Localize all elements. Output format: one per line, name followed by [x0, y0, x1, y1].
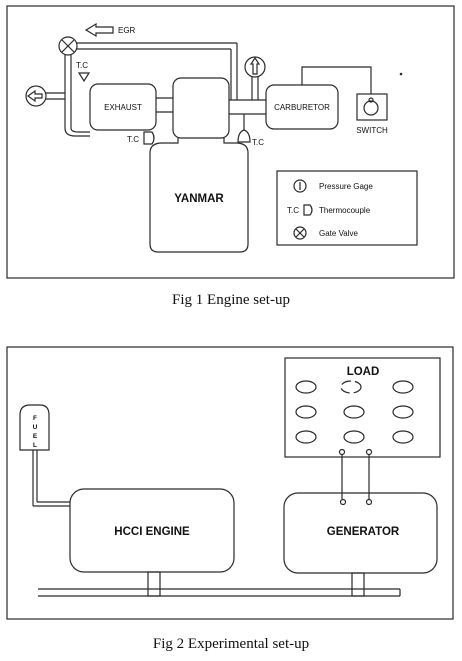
base-rail	[38, 571, 401, 597]
fig1-caption: Fig 1 Engine set-up	[172, 292, 290, 308]
load-bank	[284, 357, 441, 458]
pressure-gauge-legend-icon	[293, 179, 307, 193]
egr-pipe	[64, 42, 238, 137]
thermocouple-icon-engine	[143, 131, 155, 145]
fuel-tank	[19, 404, 50, 451]
load-lamp	[392, 380, 414, 394]
fuel-letter-l: L	[33, 442, 37, 449]
engine-body	[149, 77, 249, 253]
fuel-letter-f: F	[33, 415, 37, 422]
fig1-frame	[6, 5, 455, 279]
load-wires	[338, 448, 373, 506]
thermocouple-icon-intake	[237, 114, 251, 143]
fig2-caption: Fig 2 Experimental set-up	[153, 636, 309, 652]
load-lamp	[295, 430, 317, 444]
legend-tc-prefix: T.C	[287, 206, 299, 215]
carburetor-label: CARBURETOR	[274, 103, 330, 112]
hcci-engine-label: HCCI ENGINE	[114, 526, 190, 538]
fig1-legend: Pressure Gage T.C Thermocouple Gate Valv…	[276, 170, 418, 246]
pressure-gauge-icon-top	[244, 56, 266, 100]
exhaust-box	[89, 83, 157, 131]
load-lamp	[295, 405, 317, 419]
thermocouple-legend-icon	[303, 204, 313, 216]
switch-icon	[356, 93, 388, 121]
fig2-frame	[6, 346, 454, 620]
load-lamp	[295, 380, 317, 394]
load-label: LOAD	[347, 366, 380, 378]
switch-label: SWITCH	[356, 126, 388, 135]
legend-pressure-gage: Pressure Gage	[319, 182, 373, 191]
legend-thermocouple: Thermocouple	[319, 206, 371, 215]
generator-label: GENERATOR	[327, 526, 400, 538]
pressure-gauge-icon	[25, 85, 47, 107]
load-lamp	[340, 380, 362, 394]
exhaust-label: EXHAUST	[104, 103, 142, 112]
fuel-letter-e: E	[33, 433, 38, 440]
egr-label: EGR	[118, 26, 136, 35]
load-lamp	[343, 405, 365, 419]
gate-valve-icon	[58, 36, 78, 56]
tc-label-intake: T.C	[252, 138, 264, 147]
fig2-diagram: LOAD F U E L	[6, 346, 454, 620]
load-lamp	[343, 430, 365, 444]
switch-wire	[301, 66, 372, 94]
load-lamps	[295, 380, 414, 444]
fuel-letter-u: U	[33, 424, 38, 431]
tc-label-exhaust: T.C	[76, 61, 88, 70]
fuel-line	[32, 450, 70, 507]
intake-pipe	[229, 99, 266, 115]
tc-label-engine: T.C	[127, 135, 139, 144]
engine-label: YANMAR	[174, 193, 224, 205]
legend-gate-valve: Gate Valve	[319, 229, 359, 238]
egr-arrow-icon	[84, 22, 114, 38]
load-lamp	[392, 430, 414, 444]
load-lamp	[392, 405, 414, 419]
fig1-diagram: EGR T.C E	[6, 5, 455, 279]
thermocouple-icon	[77, 72, 91, 83]
stray-mark	[399, 72, 403, 76]
gate-valve-legend-icon	[293, 226, 307, 240]
